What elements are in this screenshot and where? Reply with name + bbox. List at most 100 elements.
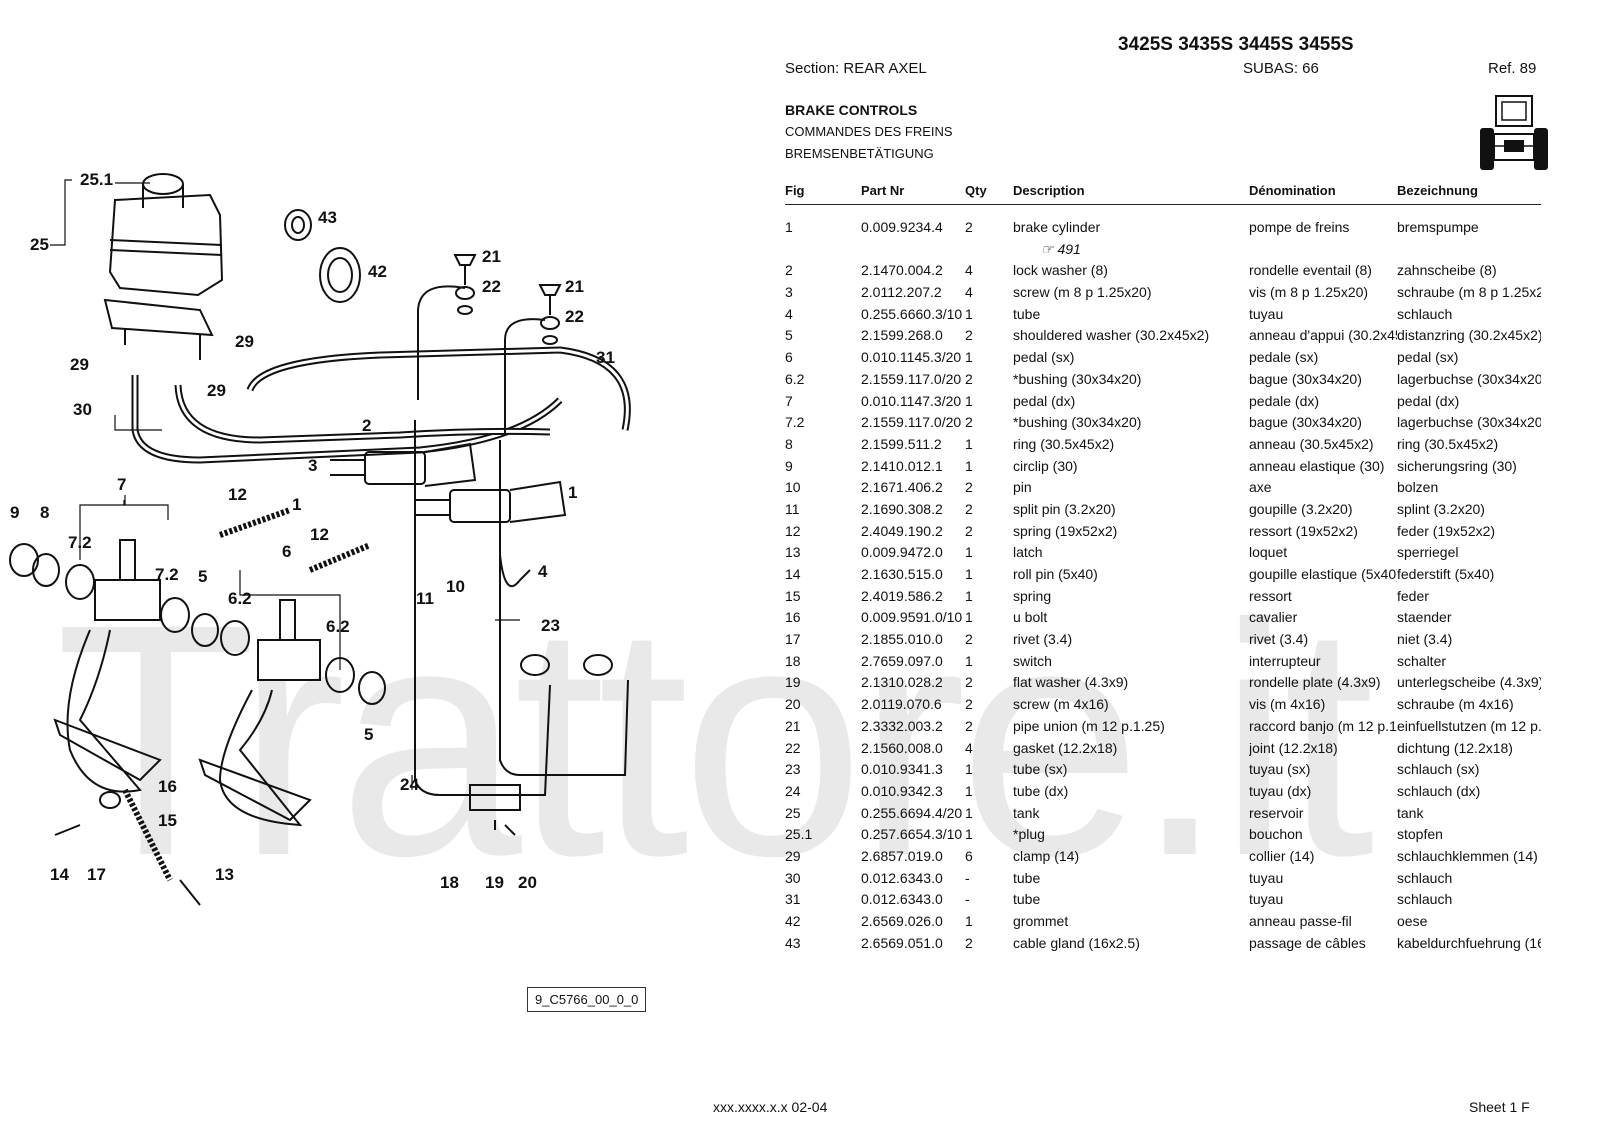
cell-part: 2.7659.097.0 [861,652,943,669]
cell-qty: 2 [965,327,973,344]
cell-desc: pedal (dx) [1013,392,1076,409]
callout-label: 17 [87,865,106,884]
footer-code: xxx.xxxx.x.x 02-04 [713,1099,828,1115]
cell-fr: interrupteur [1249,652,1321,669]
cell-qty: 4 [965,262,973,279]
cell-de: einfuellstutzen (m 12 p.1.25) [1397,717,1541,734]
cell-qty: 2 [965,522,973,539]
cell-fig: 6.2 [785,370,805,387]
cell-de: sicherungsring (30) [1397,457,1517,474]
cell-desc: split pin (3.2x20) [1013,500,1116,517]
cell-part: 0.010.1147.3/20 [861,392,962,409]
callout-label: 43 [318,208,337,227]
cell-qty: 1 [965,544,973,561]
cell-desc: screw (m 4x16) [1013,696,1109,713]
tube-sx-part [499,440,629,776]
callout-label: 13 [215,865,234,884]
callout-label: 25 [30,235,49,254]
tank-plug-part [142,173,184,195]
cell-part: 2.6857.019.0 [861,847,943,864]
cell-de: lagerbuchse (30x34x20) [1397,370,1541,387]
cell-qty: 2 [965,479,973,496]
cell-de: pedal (sx) [1397,349,1459,366]
cell-desc: tube [1013,305,1041,322]
cell-qty: - [965,869,970,886]
cell-qty: 2 [965,934,973,951]
cell-fig: 16 [785,609,801,626]
cell-fig: 6 [785,349,793,366]
cell-qty: 2 [965,696,973,713]
callout-label: 24 [400,775,419,794]
cell-qty: 1 [965,609,973,626]
cell-fr: reservoir [1249,804,1304,821]
col-header-part: Part Nr [861,176,965,205]
cell-fig: 13 [785,544,801,561]
callout-label: 5 [198,567,207,586]
cell-fr: pedale (sx) [1249,349,1319,366]
cell-de: schlauch [1397,891,1453,908]
cell-fr: loquet [1249,544,1288,561]
cell-qty: 2 [965,219,973,235]
callout-label: 22 [482,277,501,296]
subas-label: SUBAS: 66 [1243,60,1319,77]
note-spacer [785,241,1013,263]
cell-desc: latch [1013,544,1043,561]
cell-part: 2.1671.406.2 [861,479,943,496]
cell-part: 2.0112.207.2 [861,284,942,301]
cell-fr: rondelle plate (4.3x9) [1249,674,1381,691]
cell-part: 2.4049.190.2 [861,522,943,539]
col-header-denomination: Dénomination [1249,176,1397,205]
cell-de: federstift (5x40) [1397,566,1495,582]
cell-de: tank [1397,804,1424,821]
cell-fig: 31 [785,891,801,908]
cell-fr: rondelle eventail (8) [1249,262,1372,279]
models-title: 3425S 3435S 3445S 3455S [1118,34,1354,55]
cell-part: 2.1630.515.0 [861,566,943,582]
cell-part: 2.0119.070.6 [861,696,942,713]
callout-label: 21 [482,247,501,266]
callout-label: 1 [568,483,577,502]
cell-fr: bague (30x34x20) [1249,370,1362,387]
callout-label: 29 [70,355,89,374]
cell-fr: cavalier [1249,609,1298,626]
cell-desc: lock washer (8) [1013,262,1108,279]
cell-fr: tuyau (sx) [1249,761,1311,778]
cell-qty: 1 [965,782,973,799]
cell-fr: goupille elastique (5x40) [1249,566,1397,582]
cell-fig: 19 [785,674,801,691]
cell-fig: 25 [785,804,801,821]
cell-de: schlauchklemmen (14) [1397,847,1538,864]
cell-fig: 21 [785,717,801,734]
cell-fig: 24 [785,782,801,799]
col-header-bezeichnung: Bezeichnung [1397,176,1541,205]
cell-part: 2.1410.012.1 [861,457,943,474]
callout-label: 8 [40,503,49,522]
cell-desc: cable gland (16x2.5) [1013,934,1140,951]
cell-de: schlauch [1397,305,1453,322]
pedal-sx-part [279,599,296,641]
cell-desc: flat washer (4.3x9) [1013,674,1129,691]
callout-label: 25.1 [80,170,113,189]
cell-part: 0.010.9341.3 [861,761,943,778]
cell-fr: collier (14) [1249,847,1315,864]
cell-fr: anneau passe-fil [1249,913,1352,929]
heading-french: COMMANDES DES FREINS [785,124,953,139]
cell-desc: rivet (3.4) [1013,631,1073,648]
cell-part: 0.009.9472.0 [861,544,943,561]
callout-label: 30 [73,400,92,419]
heading-english: BRAKE CONTROLS [785,102,918,118]
cell-part: 2.4019.586.2 [861,587,943,604]
cell-qty: 2 [965,631,973,648]
